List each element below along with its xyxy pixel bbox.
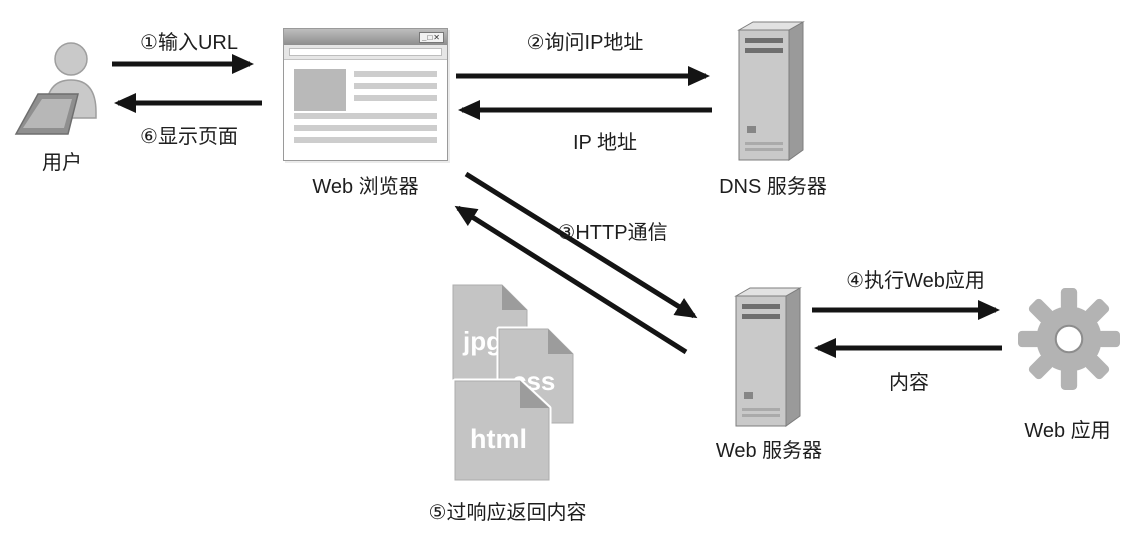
edge-label-step5: ⑤过响应返回内容 <box>428 502 587 524</box>
address-field <box>289 48 442 56</box>
file-html-label: html <box>470 424 527 454</box>
content-image-placeholder <box>294 69 346 111</box>
web-server-label: Web 服务器 <box>715 440 823 462</box>
browser-content <box>284 60 447 158</box>
content-lines-right <box>354 69 437 111</box>
edge-label-step2: ②询问IP地址 <box>526 32 644 54</box>
browser-titlebar: _□✕ <box>284 29 447 45</box>
edge-label-ip-return: IP 地址 <box>572 132 638 154</box>
web-app-gear-icon <box>1018 288 1120 390</box>
browser-window-icon: _□✕ <box>283 28 448 161</box>
dns-server-icon <box>733 20 811 162</box>
web-server-icon <box>730 286 808 428</box>
edge-label-step1: ①输入URL <box>140 32 238 54</box>
edge-label-step6: ⑥显示页面 <box>140 126 238 148</box>
content-lines-full <box>294 113 437 143</box>
file-html-icon: html <box>452 378 552 483</box>
browser-addressbar <box>284 45 447 60</box>
edge-label-content-return: 内容 <box>889 372 929 394</box>
dns-server-label: DNS 服务器 <box>719 176 827 198</box>
edge-label-step3: ③HTTP通信 <box>557 222 668 244</box>
web-app-label: Web 应用 <box>1024 420 1111 442</box>
user-label: 用户 <box>42 152 82 174</box>
edge-label-step4: ④执行Web应用 <box>846 270 985 292</box>
window-controls-icon: _□✕ <box>419 31 444 43</box>
user-icon <box>14 36 110 140</box>
browser-label: Web 浏览器 <box>312 176 419 198</box>
